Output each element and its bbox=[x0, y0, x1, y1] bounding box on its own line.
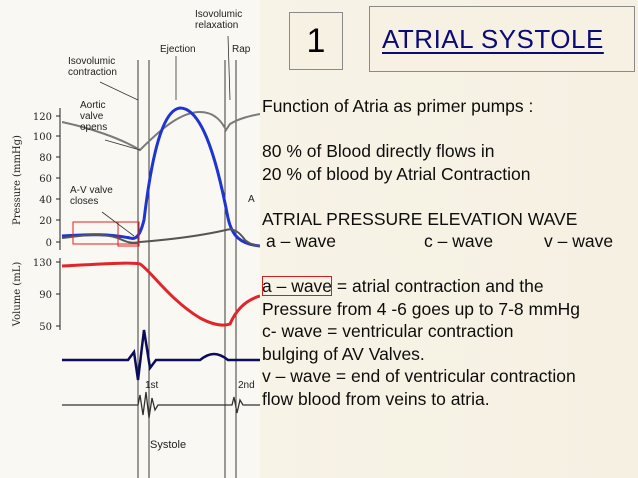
label-second-sound: 2nd bbox=[238, 380, 255, 391]
label-rapid: Rap bbox=[232, 44, 251, 55]
label-first-sound: 1st bbox=[145, 380, 159, 391]
label-av-valve: A-V valve closes bbox=[70, 185, 116, 207]
label-ejection: Ejection bbox=[160, 44, 196, 55]
a-wave-highlight-box bbox=[72, 221, 140, 245]
label-line: Isovolumic bbox=[195, 9, 242, 20]
aortic-pressure-curve bbox=[61, 110, 260, 152]
label-systole: Systole bbox=[150, 439, 186, 451]
label-a-mark: A bbox=[248, 194, 255, 205]
label-line: contraction bbox=[68, 67, 117, 78]
label-line: closes bbox=[70, 196, 98, 207]
v-wave-definition: v – wave = end of ventricular contractio… bbox=[262, 366, 576, 386]
pressure-tick-label: 120 bbox=[33, 112, 52, 123]
pressure-tick-label: 100 bbox=[33, 132, 52, 143]
slide-body: Function of Atria as primer pumps : 80 %… bbox=[262, 95, 638, 478]
a-wave-highlight: a – wave bbox=[262, 276, 333, 296]
label-isovolumic-relaxation: Isovolumic relaxation bbox=[195, 9, 245, 31]
pressure-tick-label: 40 bbox=[39, 195, 52, 206]
slide-title: ATRIAL SYSTOLE bbox=[382, 24, 604, 54]
pointer-aortic-valve bbox=[104, 139, 141, 151]
label-line: relaxation bbox=[195, 20, 238, 31]
elevation-wave-heading: ATRIAL PRESSURE ELEVATION WAVE bbox=[262, 208, 578, 229]
percent-20-line: 20 % of blood by Atrial Contraction bbox=[262, 163, 531, 184]
volume-tick-label: 130 bbox=[33, 258, 52, 269]
label-aortic-valve: Aortic valve opens bbox=[80, 100, 108, 133]
ecg-curve bbox=[62, 329, 260, 381]
ventricular-volume-curve bbox=[61, 261, 260, 327]
pointer-isovolumic-relaxation bbox=[227, 35, 231, 101]
flow-line: flow blood from veins to atria. bbox=[262, 388, 490, 409]
pressure-line: Pressure from 4 -6 goes up to 7-8 mmHg bbox=[262, 298, 581, 319]
ventricular-pressure-curve bbox=[61, 106, 260, 248]
pointer-isovolumic-contraction bbox=[99, 81, 139, 101]
title-box: ATRIAL SYSTOLE bbox=[369, 6, 635, 72]
label-line: Aortic bbox=[80, 100, 106, 111]
slide-number-text: 1 bbox=[306, 21, 326, 60]
c-wave-definition: c- wave = ventricular contraction bbox=[262, 321, 514, 341]
label-line: A-V valve bbox=[70, 185, 113, 196]
heart-sound-trace bbox=[62, 391, 260, 419]
percent-80-line: 80 % of Blood directly flows in bbox=[262, 141, 495, 161]
function-line: Function of Atria as primer pumps : bbox=[262, 96, 534, 116]
pressure-tick-label: 20 bbox=[39, 216, 52, 227]
pressure-tick-label: 80 bbox=[39, 153, 52, 164]
pointer-av-valve bbox=[101, 211, 135, 237]
pressure-tick-label: 0 bbox=[46, 238, 52, 249]
wave-a-label: a – wave bbox=[266, 231, 337, 251]
wave-v-label: v – wave bbox=[544, 231, 614, 251]
a-wave-definition-text: = atrial contraction and the bbox=[332, 276, 544, 296]
atrial-pressure-curve bbox=[61, 228, 260, 247]
pressure-tick-label: 60 bbox=[39, 174, 52, 185]
bulging-line: bulging of AV Valves. bbox=[262, 343, 425, 364]
spacer bbox=[262, 118, 638, 141]
av-valve-highlight-box bbox=[117, 221, 140, 247]
label-line: opens bbox=[80, 122, 107, 133]
pressure-axis-label: Pressure (mmHg) bbox=[12, 135, 23, 225]
a-wave-definition: a – wave = atrial contraction and the bbox=[262, 275, 638, 298]
cardiac-cycle-diagram: 120 100 80 60 40 20 0 Pressure (mmHg) 13… bbox=[12, 9, 260, 478]
volume-tick-label: 90 bbox=[39, 290, 52, 301]
label-line: Isovolumic bbox=[68, 56, 115, 67]
pressure-ticks bbox=[56, 115, 60, 243]
wave-c-label: c – wave bbox=[424, 231, 494, 251]
volume-tick-label: 50 bbox=[39, 322, 52, 333]
label-isovolumic-contraction: Isovolumic contraction bbox=[68, 56, 118, 78]
volume-axis-label: Volume (mL) bbox=[12, 262, 23, 328]
volume-ticks bbox=[56, 261, 60, 327]
wave-list-row: a – wave c – wave v – wave bbox=[262, 230, 638, 253]
spacer bbox=[262, 253, 638, 276]
cardiac-cycle-figure: 120 100 80 60 40 20 0 Pressure (mmHg) 13… bbox=[0, 0, 260, 478]
label-line: valve bbox=[80, 111, 104, 122]
slide-number: 1 bbox=[289, 12, 343, 70]
spacer bbox=[262, 185, 638, 208]
